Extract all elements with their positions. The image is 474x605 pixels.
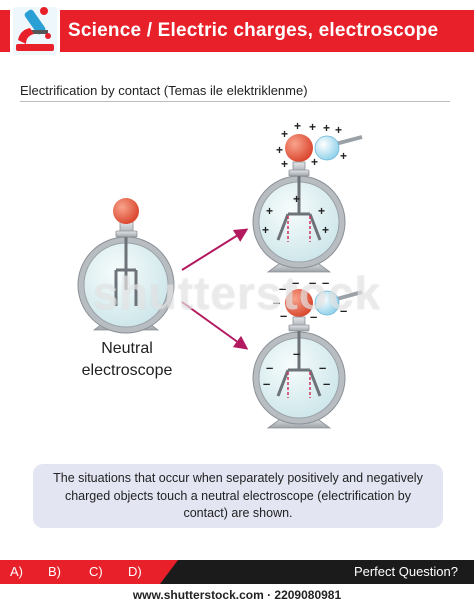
charge-sign: + — [276, 143, 283, 157]
header-bar — [0, 10, 474, 52]
charge-sign: + — [335, 123, 342, 137]
arrow-to-positive — [181, 228, 249, 271]
info-box: The situations that occur when separatel… — [33, 464, 443, 528]
metal-knob — [113, 198, 139, 224]
charge-sign: – — [279, 281, 286, 296]
option-a[interactable]: A) — [10, 564, 23, 579]
neutral-electroscope — [77, 198, 175, 334]
option-b[interactable]: B) — [48, 564, 61, 579]
option-d[interactable]: D) — [128, 564, 142, 579]
footer-options-bar — [0, 560, 178, 584]
neutral-label-line2: electroscope — [81, 362, 173, 379]
charge-sign: + — [323, 121, 330, 135]
charge-sign: – — [322, 275, 329, 290]
metal-leaf — [276, 213, 290, 241]
divider — [20, 101, 450, 102]
charge-sign: – — [266, 360, 273, 375]
charge-sign: – — [310, 309, 317, 324]
neutral-label-line1: Neutral — [101, 340, 153, 357]
page-title: Science / Electric charges, electroscope — [68, 20, 439, 41]
charge-sign: – — [293, 346, 300, 361]
charge-sign: + — [309, 120, 316, 134]
footer: A) B) C) D) Perfect Question? — [0, 560, 474, 584]
charge-sign: – — [323, 376, 330, 391]
charge-sign: + — [293, 192, 300, 206]
charge-sign: – — [273, 295, 280, 310]
charge-sign: + — [281, 157, 288, 171]
arrow-to-negative — [181, 301, 249, 350]
charge-sign: + — [294, 119, 301, 133]
charge-sign: + — [262, 223, 269, 237]
metal-leaf — [276, 369, 290, 397]
negative-electroscope: – – – – – – – – – – – – – — [252, 275, 363, 429]
image-credit: www.shutterstock.com · 2209080981 — [132, 588, 342, 602]
header: Science / Electric charges, electroscope — [0, 0, 474, 62]
metal-knob — [285, 289, 313, 317]
charged-ball — [314, 135, 340, 161]
charge-sign: – — [309, 275, 316, 290]
subtitle: Electrification by contact (Temas ile el… — [20, 83, 308, 98]
electroscope-diagram: + + + + + + + + + + + + + + – – – – – – — [77, 119, 363, 429]
charge-sign: – — [340, 303, 347, 318]
metal-knob — [285, 134, 313, 162]
charge-sign: + — [340, 149, 347, 163]
option-c[interactable]: C) — [89, 564, 103, 579]
footer-dark-bar — [160, 560, 474, 584]
charge-sign: + — [318, 204, 325, 218]
positive-electroscope: + + + + + + + + + + + + + + — [252, 119, 363, 273]
charge-sign: – — [319, 360, 326, 375]
charge-sign: – — [292, 275, 299, 290]
neutral-electroscope-label: Neutral electroscope — [62, 338, 192, 382]
microscope-icon — [10, 4, 60, 58]
charge-sign: + — [281, 127, 288, 141]
charge-sign: + — [322, 223, 329, 237]
charge-sign: + — [266, 204, 273, 218]
charge-sign: – — [280, 308, 287, 323]
charge-sign: – — [263, 376, 270, 391]
charged-ball — [314, 290, 340, 316]
perfect-question-label: Perfect Question? — [353, 564, 458, 579]
metal-leaf — [308, 213, 322, 241]
charge-sign: + — [311, 155, 318, 169]
watermark: shutterstock — [92, 267, 382, 319]
metal-leaf — [308, 369, 322, 397]
